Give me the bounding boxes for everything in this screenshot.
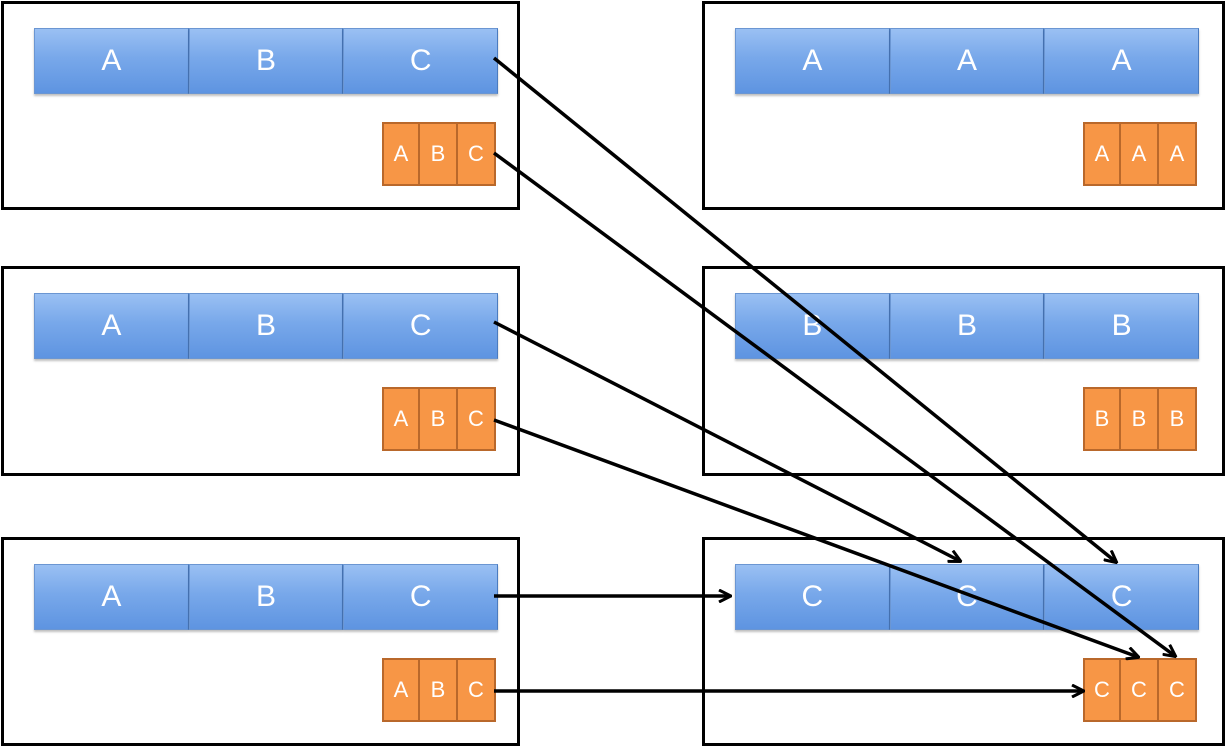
target-c-chip-1: C xyxy=(1083,658,1121,722)
target-a-chip-row: A A A xyxy=(1083,122,1197,186)
source-1-block-a: A xyxy=(34,28,189,94)
source-3-chip-row: A B C xyxy=(382,658,496,722)
target-panel-c: C C C C C C xyxy=(702,537,1225,746)
source-1-chip-row: A B C xyxy=(382,122,496,186)
target-b-chip-row: B B B xyxy=(1083,387,1197,451)
source-panel-3: A B C A B C xyxy=(1,537,520,746)
source-3-block-c: C xyxy=(343,564,499,630)
source-1-block-c: C xyxy=(343,28,499,94)
source-2-chip-a: A xyxy=(382,387,420,451)
target-c-block-1: C xyxy=(735,564,890,630)
target-b-chip-2: B xyxy=(1121,387,1159,451)
target-c-block-row: C C C xyxy=(735,564,1200,630)
source-3-block-row: A B C xyxy=(34,564,499,630)
target-b-block-3: B xyxy=(1044,293,1200,359)
target-a-chip-1: A xyxy=(1083,122,1121,186)
source-1-chip-a: A xyxy=(382,122,420,186)
source-2-block-a: A xyxy=(34,293,189,359)
source-3-chip-c: C xyxy=(458,658,496,722)
source-2-chip-c: C xyxy=(458,387,496,451)
target-a-chip-2: A xyxy=(1121,122,1159,186)
target-b-block-row: B B B xyxy=(735,293,1200,359)
source-2-block-b: B xyxy=(188,293,344,359)
source-3-block-a: A xyxy=(34,564,189,630)
source-1-block-row: A B C xyxy=(34,28,499,94)
target-panel-b: B B B B B B xyxy=(702,266,1225,476)
target-b-block-2: B xyxy=(889,293,1045,359)
target-a-block-row: A A A xyxy=(735,28,1200,94)
target-a-chip-3: A xyxy=(1159,122,1197,186)
target-panel-a: A A A A A A xyxy=(702,1,1225,210)
source-panel-2: A B C A B C xyxy=(1,266,520,476)
target-c-chip-3: C xyxy=(1159,658,1197,722)
target-c-block-3: C xyxy=(1044,564,1200,630)
source-1-block-b: B xyxy=(188,28,344,94)
source-1-chip-c: C xyxy=(458,122,496,186)
source-panel-1: A B C A B C xyxy=(1,1,520,210)
target-c-chip-row: C C C xyxy=(1083,658,1197,722)
source-3-block-b: B xyxy=(188,564,344,630)
target-c-chip-2: C xyxy=(1121,658,1159,722)
target-a-block-3: A xyxy=(1044,28,1200,94)
target-c-block-2: C xyxy=(889,564,1045,630)
source-2-block-row: A B C xyxy=(34,293,499,359)
source-1-chip-b: B xyxy=(420,122,458,186)
source-3-chip-b: B xyxy=(420,658,458,722)
target-b-block-1: B xyxy=(735,293,890,359)
source-2-chip-row: A B C xyxy=(382,387,496,451)
source-2-chip-b: B xyxy=(420,387,458,451)
target-a-block-1: A xyxy=(735,28,890,94)
source-3-chip-a: A xyxy=(382,658,420,722)
target-b-chip-1: B xyxy=(1083,387,1121,451)
source-2-block-c: C xyxy=(343,293,499,359)
target-a-block-2: A xyxy=(889,28,1045,94)
target-b-chip-3: B xyxy=(1159,387,1197,451)
